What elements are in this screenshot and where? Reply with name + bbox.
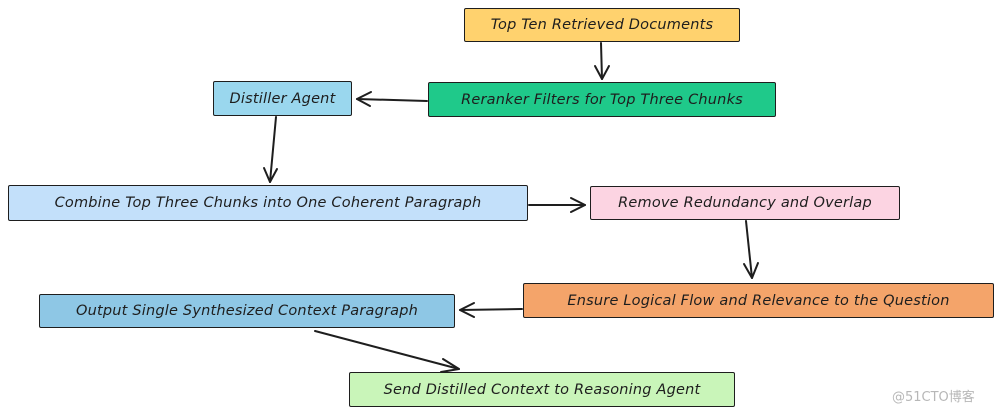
edge-ensure-to-output	[459, 302, 523, 318]
watermark-text: @51CTO博客	[892, 390, 975, 405]
node-distiller-agent: Distiller Agent	[213, 81, 352, 116]
node-combine-chunks: Combine Top Three Chunks into One Cohere…	[8, 185, 528, 221]
node-remove-redundancy: Remove Redundancy and Overlap	[590, 186, 900, 220]
edge-top-docs-to-reranker	[594, 42, 610, 80]
edge-reranker-to-distiller	[356, 91, 428, 107]
edge-combine-to-remove	[528, 197, 586, 213]
node-ensure-logical-flow: Ensure Logical Flow and Relevance to the…	[523, 283, 994, 318]
edge-output-to-send	[314, 330, 460, 373]
node-output-context-paragraph: Output Single Synthesized Context Paragr…	[39, 294, 455, 328]
edge-remove-to-ensure	[743, 220, 759, 279]
node-reranker-filters: Reranker Filters for Top Three Chunks	[428, 82, 776, 117]
node-send-to-reasoning-agent: Send Distilled Context to Reasoning Agen…	[349, 372, 735, 407]
node-top-ten-retrieved-documents: Top Ten Retrieved Documents	[464, 8, 740, 42]
edge-distiller-to-combine	[263, 116, 278, 183]
